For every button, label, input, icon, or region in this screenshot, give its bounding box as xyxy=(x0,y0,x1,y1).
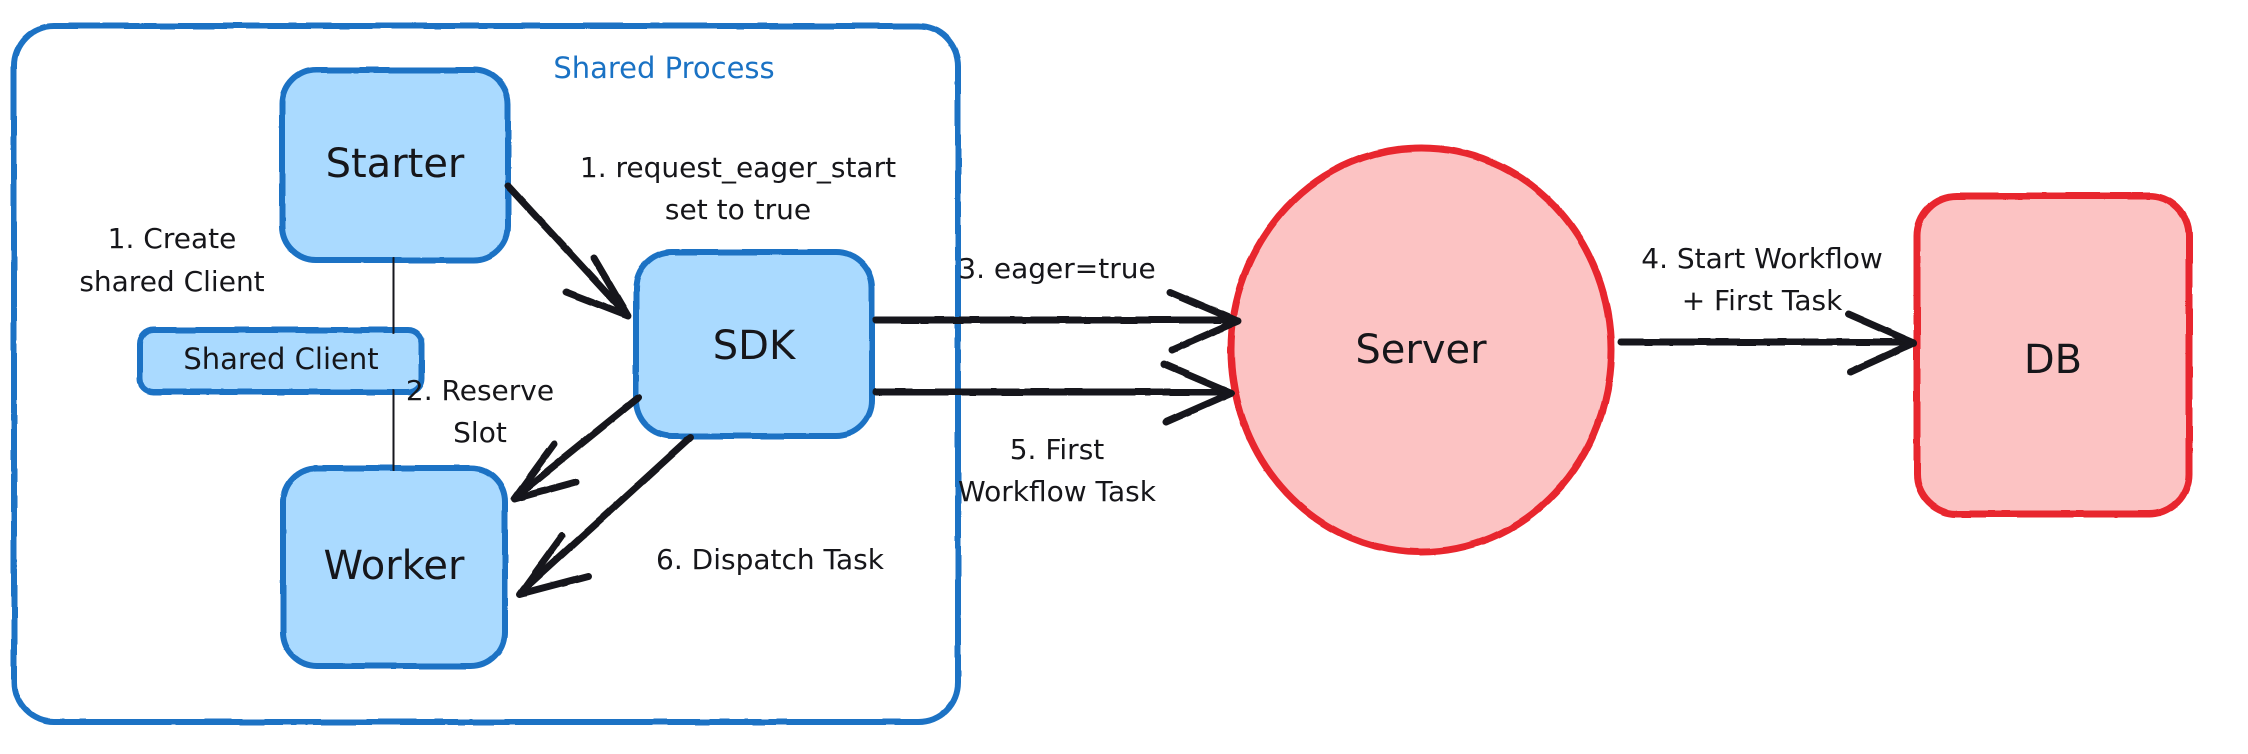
node-shared-client[interactable] xyxy=(137,327,425,395)
edge-label-start-workflow-line2: + First Task xyxy=(1682,284,1843,317)
node-worker-label: Worker xyxy=(324,543,465,589)
edge-label-create-shared-client-line2: shared Client xyxy=(79,265,264,298)
edge-start-workflow xyxy=(1617,310,1918,376)
edge-eager-true xyxy=(872,288,1242,354)
edge-label-request-eager-start-line2: set to true xyxy=(665,193,811,226)
edge-label-reserve-slot-line2: Slot xyxy=(453,416,507,449)
edge-label-start-workflow-line1: 4. Start Workflow xyxy=(1641,242,1883,275)
connector-shared-client-worker xyxy=(390,389,397,471)
node-sdk[interactable] xyxy=(633,249,875,439)
shared-process-group xyxy=(11,23,961,725)
node-shared-client-label: Shared Client xyxy=(183,342,378,376)
node-sdk-label: SDK xyxy=(713,323,797,369)
edge-label-request-eager-start-line1: 1. request_eager_start xyxy=(580,151,896,184)
connector-starter-shared-client xyxy=(390,257,397,334)
edge-label-first-workflow-task-line2: Workflow Task xyxy=(958,475,1157,508)
edge-first-workflow-task xyxy=(872,360,1236,426)
node-db-label: DB xyxy=(2024,337,2082,383)
node-starter-label: Starter xyxy=(326,141,465,187)
node-server[interactable] xyxy=(1227,144,1615,556)
edge-reserve-slot xyxy=(510,394,642,503)
edge-dispatch-task xyxy=(516,434,694,598)
node-server-label: Server xyxy=(1355,327,1487,373)
shared-process-label: Shared Process xyxy=(553,51,774,85)
edge-label-eager-true: 3. eager=true xyxy=(958,252,1155,285)
edge-label-reserve-slot-line1: 2. Reserve xyxy=(406,374,554,407)
edge-request-eager-start xyxy=(504,182,632,320)
edge-label-create-shared-client-line1: 1. Create xyxy=(108,222,237,255)
edge-label-dispatch-task: 6. Dispatch Task xyxy=(656,543,885,576)
node-db[interactable] xyxy=(1913,192,2193,518)
edge-label-first-workflow-task-line1: 5. First xyxy=(1010,433,1105,466)
